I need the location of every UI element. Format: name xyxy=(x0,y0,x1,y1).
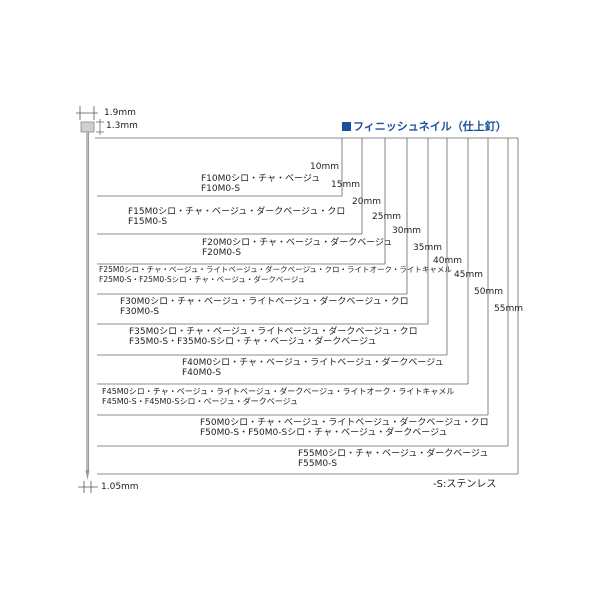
product-title: フィニッシュネイル（仕上釘） xyxy=(342,121,507,132)
model-colors-line: F40M0シロ・チャ・ベージュ・ライトベージュ・ダークベージュ xyxy=(182,358,444,368)
length-label: 10mm xyxy=(310,162,339,172)
model-stainless-line: F45M0-S・F45M0-Sシロ・ベージュ・ダークベージュ xyxy=(102,397,299,406)
title-text: フィニッシュネイル（仕上釘） xyxy=(353,120,507,133)
model-colors-line: F25M0シロ・チャ・ベージュ・ライトベージュ・ダークベージュ・クロ・ライトオー… xyxy=(99,265,452,274)
model-stainless-line: F10M0-S xyxy=(201,184,241,194)
length-label: 45mm xyxy=(454,270,483,280)
model-colors-line: F15M0シロ・チャ・ベージュ・ダークベージュ・クロ xyxy=(128,207,346,217)
model-stainless-line: F55M0-S xyxy=(298,459,338,469)
model-colors-line: F20M0シロ・チャ・ベージュ・ダークベージュ xyxy=(202,238,393,248)
model-stainless-line: F35M0-S・F35M0-Sシロ・チャ・ベージュ・ダークベージュ xyxy=(129,337,377,347)
length-label: 40mm xyxy=(433,256,462,266)
length-label: 25mm xyxy=(372,212,401,222)
model-colors-line: F45M0シロ・チャ・ベージュ・ライトベージュ・ダークベージュ・ライトオーク・ラ… xyxy=(102,387,455,396)
head-width-label: 1.9mm xyxy=(104,108,136,118)
shank-diameter-label: 1.05mm xyxy=(101,482,139,492)
length-label: 35mm xyxy=(413,243,442,253)
stainless-note: -S:ステンレス xyxy=(433,479,497,490)
length-label: 50mm xyxy=(474,287,503,297)
model-colors-line: F55M0シロ・チャ・ベージュ・ダークベージュ xyxy=(298,449,489,459)
model-stainless-line: F40M0-S xyxy=(182,368,222,378)
model-stainless-line: F50M0-S・F50M0-Sシロ・チャ・ベージュ・ダークベージュ xyxy=(200,428,448,438)
length-label: 20mm xyxy=(352,197,381,207)
length-label: 30mm xyxy=(392,226,421,236)
model-colors-line: F50M0シロ・チャ・ベージュ・ライトベージュ・ダークベージュ・クロ xyxy=(200,418,489,428)
head-thickness-label: 1.3mm xyxy=(106,121,138,131)
model-stainless-line: F30M0-S xyxy=(120,307,160,317)
nail-illustration xyxy=(76,106,104,493)
length-label: 15mm xyxy=(331,180,360,190)
model-colors-line: F10M0シロ・チャ・ベージュ xyxy=(201,174,321,184)
model-stainless-line: F20M0-S xyxy=(202,248,242,258)
model-stainless-line: F15M0-S xyxy=(128,217,168,227)
model-stainless-line: F25M0-S・F25M0-Sシロ・チャ・ベージュ・ダークベージュ xyxy=(99,275,306,284)
model-colors-line: F30M0シロ・チャ・ベージュ・ライトベージュ・ダークベージュ・クロ xyxy=(120,297,409,307)
model-colors-line: F35M0シロ・チャ・ベージュ・ライトベージュ・ダークベージュ・クロ xyxy=(129,327,418,337)
title-square-icon xyxy=(342,122,351,131)
length-label: 55mm xyxy=(494,304,523,314)
